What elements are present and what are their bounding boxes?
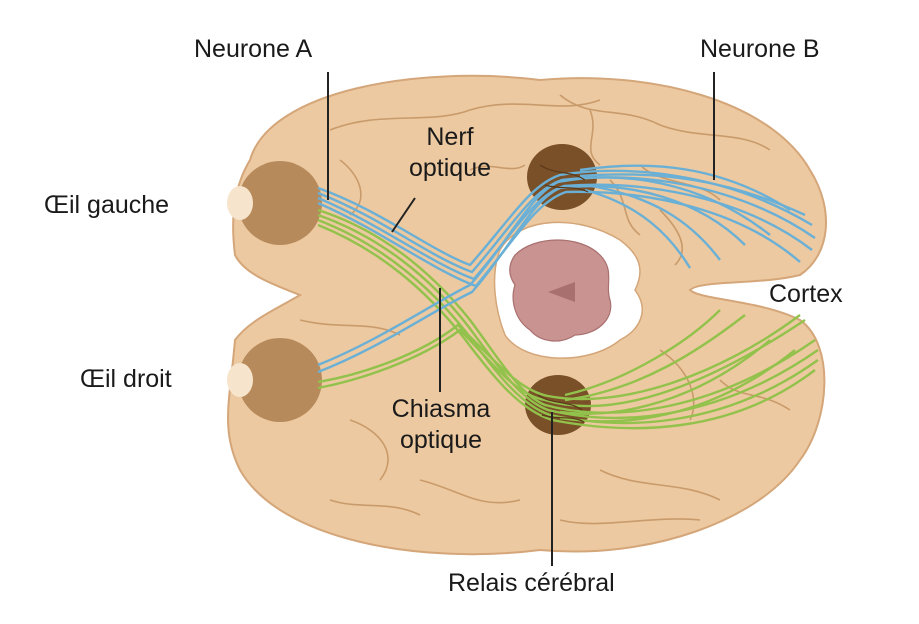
label-oeil-gauche: Œil gauche	[44, 191, 170, 219]
leader-lines	[327, 72, 715, 566]
oeil-gauche-icon	[238, 161, 322, 245]
label-neurone-a: Neurone A	[194, 35, 313, 63]
blue-fibers	[317, 164, 816, 374]
label-oeil-droit: Œil droit	[80, 365, 172, 393]
label-chiasma-optique: Chiasma optique	[366, 394, 516, 456]
relay-detail	[537, 164, 589, 423]
label-chiasma-line2: optique	[399, 426, 483, 454]
oeil-droit-icon	[238, 338, 322, 422]
cortical-folds	[299, 94, 791, 525]
relais-cerebral-top	[527, 144, 597, 210]
label-relais-cerebral: Relais cérébral	[448, 569, 615, 597]
label-cortex: Cortex	[769, 280, 843, 308]
leader-nerf-optique	[391, 197, 416, 233]
brainstem-notch	[548, 282, 575, 302]
label-chiasma-line1: Chiasma	[391, 395, 491, 423]
label-nerf-optique-line2: optique	[408, 154, 492, 182]
label-nerf-optique-line1: Nerf	[426, 123, 474, 151]
oeil-droit-lens	[227, 363, 253, 397]
oeil-gauche-lens	[227, 186, 253, 220]
label-nerf-optique: Nerf optique	[380, 122, 520, 184]
label-neurone-b: Neurone B	[700, 35, 820, 63]
green-fibers	[317, 208, 819, 430]
